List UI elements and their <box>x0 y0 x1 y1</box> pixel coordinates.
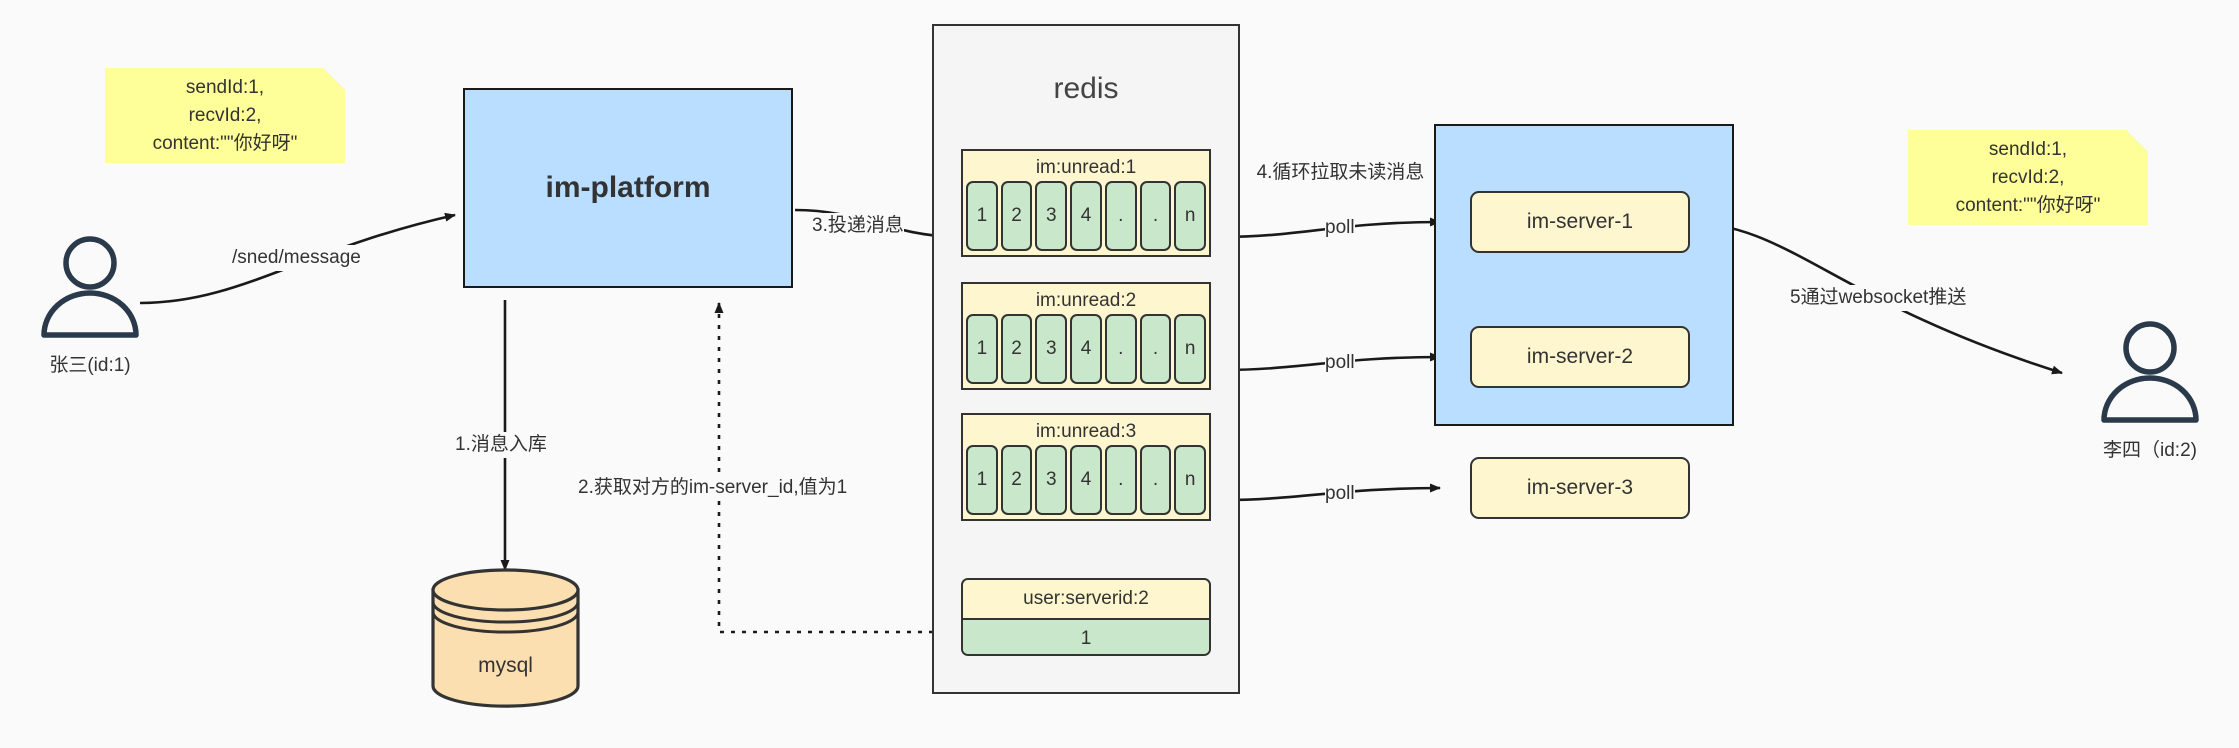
redis-list-cells: 1 2 3 4 . . n <box>963 314 1209 384</box>
list-cell: 4 <box>1070 181 1102 251</box>
edge-label-step-4: 4.循环拉取未读消息 <box>1253 160 1428 186</box>
mysql-label: mysql <box>478 654 533 677</box>
list-cell: 2 <box>1000 445 1033 515</box>
redis-kv-value: 1 <box>963 618 1209 654</box>
redis-list-cells: 1 2 3 4 . . n <box>963 445 1209 515</box>
redis-key-label: im:unread:3 <box>1035 421 1137 442</box>
list-cell: . <box>1139 181 1172 251</box>
note-line-3: content:""你好呀" <box>152 132 298 154</box>
list-cell: . <box>1104 181 1137 251</box>
edge-label-poll-1: poll <box>1325 215 1355 241</box>
list-cell: . <box>1104 314 1137 384</box>
edge-label-step-2: 2.获取对方的im-server_id,值为1 <box>578 475 848 501</box>
list-cell: . <box>1139 445 1172 515</box>
redis-title: redis <box>1053 72 1119 105</box>
actor-receiver-label: 李四（id:2) <box>2103 440 2197 461</box>
note-line-1: sendId:1, <box>185 76 265 98</box>
edge-label-poll-3: poll <box>1325 481 1355 507</box>
person-icon <box>2101 321 2199 423</box>
edge-label-send-message: /sned/message <box>232 245 361 271</box>
redis-key-label: im:unread:2 <box>1035 290 1137 311</box>
redis-list-im-unread-1[interactable]: im:unread:1 1 2 3 4 . . n <box>961 149 1211 257</box>
redis-key-label: im:unread:1 <box>1035 157 1137 178</box>
list-cell: n <box>1174 314 1207 384</box>
list-cell: . <box>1139 314 1172 384</box>
note-fold-highlight-icon <box>323 68 345 90</box>
im-server-3-box[interactable]: im-server-3 <box>1470 457 1690 519</box>
im-server-1-box[interactable]: im-server-1 <box>1470 191 1690 253</box>
redis-list-cells: 1 2 3 4 . . n <box>963 181 1209 251</box>
sticky-note-left: sendId:1, recvId:2, content:""你好呀" <box>105 68 345 163</box>
redis-kv-key: user:serverid:2 <box>963 580 1209 618</box>
edge-label-step-3: 3.投递消息 <box>812 213 904 239</box>
edge-label-step-5: 5通过websocket推送 <box>1790 285 1967 311</box>
database-cylinder-icon <box>431 568 580 708</box>
note-line-2: recvId:2, <box>188 104 262 126</box>
list-cell: 3 <box>1035 181 1068 251</box>
list-cell: 2 <box>1000 314 1033 384</box>
list-cell: . <box>1104 445 1137 515</box>
list-cell: n <box>1174 181 1207 251</box>
edge-label-step-1: 1.消息入库 <box>455 432 547 458</box>
list-cell: 1 <box>966 445 998 515</box>
list-cell: 4 <box>1070 445 1102 515</box>
edge-label-poll-2: poll <box>1325 350 1355 376</box>
note-line-2: recvId:2, <box>1991 166 2065 188</box>
person-icon <box>41 236 139 338</box>
note-fold-highlight-icon <box>2126 130 2148 152</box>
redis-list-im-unread-3[interactable]: im:unread:3 1 2 3 4 . . n <box>961 413 1211 521</box>
im-server-2-box[interactable]: im-server-2 <box>1470 326 1690 388</box>
list-cell: 3 <box>1035 314 1068 384</box>
sticky-note-right: sendId:1, recvId:2, content:""你好呀" <box>1908 130 2148 225</box>
redis-list-im-unread-2[interactable]: im:unread:2 1 2 3 4 . . n <box>961 282 1211 390</box>
list-cell: 2 <box>1000 181 1033 251</box>
mysql-database[interactable]: mysql <box>428 568 583 708</box>
actor-receiver <box>2090 320 2210 425</box>
list-cell: 4 <box>1070 314 1102 384</box>
list-cell: 1 <box>966 181 998 251</box>
list-cell: n <box>1174 445 1207 515</box>
redis-kv-user-serverid[interactable]: user:serverid:2 1 <box>961 578 1211 656</box>
list-cell: 3 <box>1035 445 1068 515</box>
note-line-1: sendId:1, <box>1988 138 2068 160</box>
list-cell: 1 <box>966 314 998 384</box>
actor-sender <box>30 235 150 340</box>
note-line-3: content:""你好呀" <box>1955 194 2101 216</box>
actor-sender-label: 张三(id:1) <box>49 355 131 376</box>
im-platform-box[interactable]: im-platform <box>463 88 793 288</box>
